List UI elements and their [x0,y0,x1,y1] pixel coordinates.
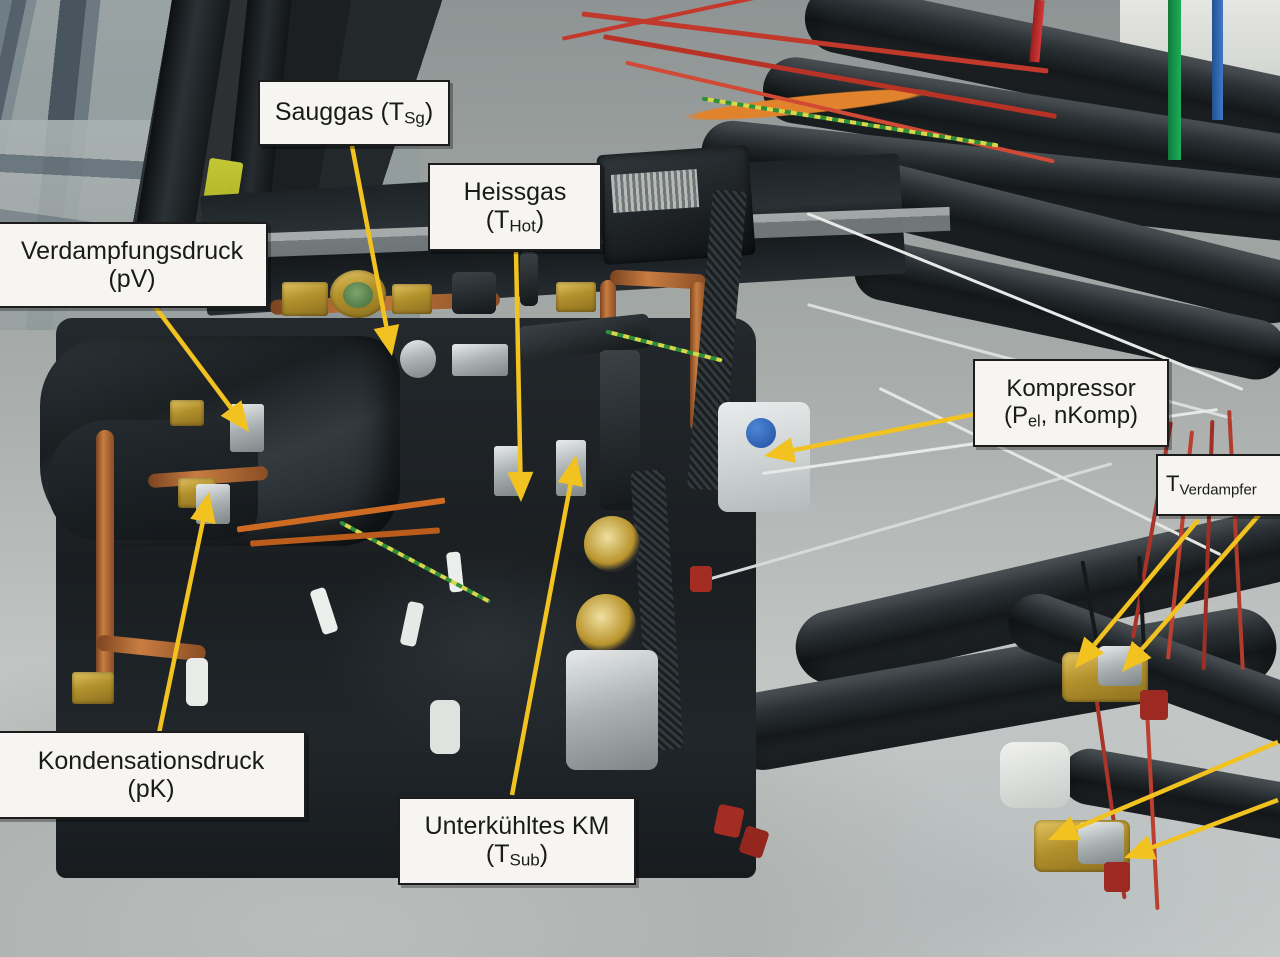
callout-verdampfungsdruck: Verdampfungsdruck (pV) [0,222,268,308]
callout-verdampfungsdruck-line1: Verdampfungsdruck [20,236,244,265]
steel-collar [452,344,508,376]
callout-kompressor-line2: (Pel, nKomp) [1003,402,1139,431]
callout-heissgas: Heissgas (THot) [428,163,602,251]
brass-fitting [72,672,114,704]
callout-t-verdampfer-text: TVerdampfer [1166,471,1257,499]
arrow-kondensationsdruck [155,492,216,739]
brass-fitting [556,282,596,312]
arrow-verdampfungsdruck [148,298,249,432]
steel-body [566,650,658,770]
callout-kondensationsdruck-line1: Kondensationsdruck [37,746,265,775]
callout-kompressor-line1: Kompressor [1006,374,1136,402]
arrow-heissgas [507,251,534,502]
steel-union [1078,822,1124,864]
arrow-verdampfer-4 [1124,797,1279,860]
callout-verdampfungsdruck-line2: (pV) [108,265,156,293]
brass-fitting [392,284,432,314]
callout-kondensationsdruck-line2: (pK) [127,775,175,803]
arrow-verdampfer-1 [1075,518,1200,668]
arrow-verdampfer-3 [1048,739,1279,841]
callout-sauggas-text: Sauggas (TSg) [274,97,434,128]
arrow-sauggas [349,145,400,356]
callout-kompressor: Kompressor (Pel, nKomp) [973,359,1169,447]
arrow-kompressor [764,409,987,463]
callout-sauggas: Sauggas (TSg) [258,80,450,146]
callout-unterkuehltes-km: Unterkühltes KM (TSub) [398,797,636,885]
arrow-verdampfer-2 [1122,498,1274,672]
callout-unterkuehltes-km-line1: Unterkühltes KM [424,811,610,840]
valve-body [452,272,496,314]
callout-heissgas-line2: (THot) [485,206,545,236]
valve-stem [520,252,538,306]
callout-unterkuehltes-km-line2: (TSub) [485,840,549,870]
brass-fitting [282,282,328,316]
callout-kondensationsdruck: Kondensationsdruck (pK) [0,731,306,819]
callout-heissgas-line1: Heissgas [463,177,567,206]
callout-t-verdampfer: TVerdampfer [1156,454,1280,516]
steel-collar [400,340,436,378]
arrow-unterkuehltes-km [509,455,584,796]
copper-tube [96,430,114,680]
brass-fitting [170,400,204,426]
